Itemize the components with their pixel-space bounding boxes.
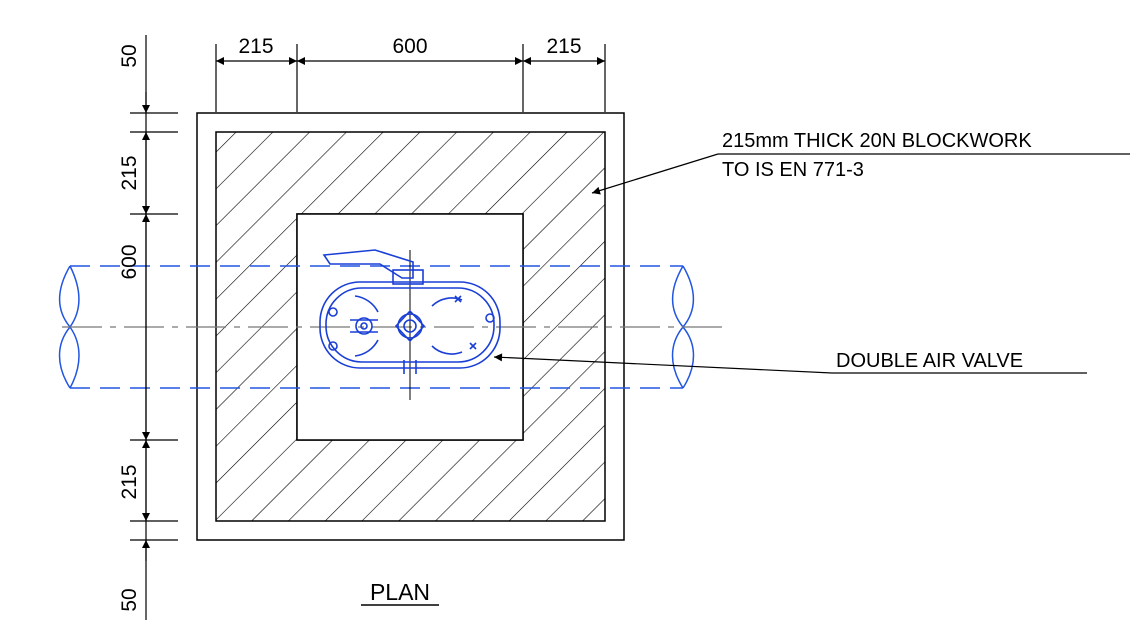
air-valve-note: DOUBLE AIR VALVE xyxy=(836,350,1023,372)
double-air-valve xyxy=(319,249,501,374)
dim-left-opening: 600 xyxy=(118,244,141,279)
blockwork-leader xyxy=(591,153,1130,195)
top-dimension xyxy=(215,44,606,112)
dim-left-top-wall: 215 xyxy=(118,155,141,190)
view-title: PLAN xyxy=(370,579,430,605)
dim-top-right: 215 xyxy=(546,35,581,58)
dim-top-left: 215 xyxy=(238,35,273,58)
left-dimension xyxy=(130,35,178,620)
dim-left-bottom-cover: 50 xyxy=(118,588,141,611)
blockwork-note-line1: 215mm THICK 20N BLOCKWORK xyxy=(722,130,1032,152)
blockwork-note-line2: TO IS EN 771-3 xyxy=(722,159,864,181)
dim-left-top-cover: 50 xyxy=(118,44,141,67)
dim-left-bottom-wall: 215 xyxy=(118,464,141,499)
air-valve-leader xyxy=(493,353,1087,374)
dim-top-middle: 600 xyxy=(392,35,427,58)
